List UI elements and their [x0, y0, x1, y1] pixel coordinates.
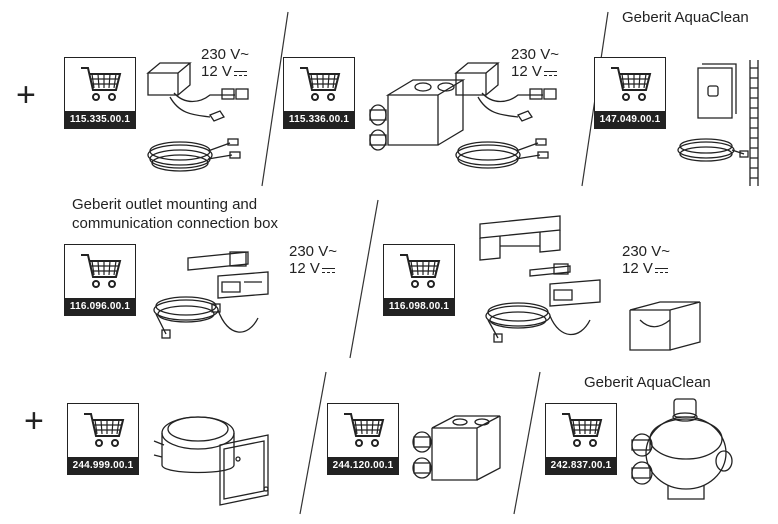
product-tile[interactable]: 116.098.00.1 — [383, 244, 455, 316]
shopping-cart-icon — [344, 413, 385, 447]
product-code: 115.335.00.1 — [65, 111, 135, 128]
power-supply-kit-illustration — [146, 62, 249, 172]
shopping-cart-icon — [81, 254, 122, 288]
product-tile[interactable]: 244.999.00.1 — [67, 403, 139, 475]
product-tile[interactable]: 115.335.00.1 — [64, 57, 136, 129]
dc-symbol-icon — [543, 70, 557, 78]
shopping-cart-icon — [84, 413, 125, 447]
dc-symbol-icon — [321, 267, 335, 275]
shopping-cart-icon — [562, 413, 603, 447]
shopping-cart-icon — [81, 67, 122, 101]
voltage-ac: 230 V~ — [289, 243, 337, 260]
product-code: 147.049.00.1 — [595, 111, 665, 128]
shopping-cart-icon — [611, 67, 652, 101]
voltage-ac: 230 V~ — [201, 46, 249, 63]
product-code: 242.837.00.1 — [546, 457, 616, 474]
product-tile[interactable]: 115.336.00.1 — [283, 57, 355, 129]
product-code: 244.999.00.1 — [68, 457, 138, 474]
plus-sign: + — [24, 402, 44, 440]
voltage-ac: 230 V~ — [511, 46, 559, 63]
outlet-box-kit-illustration — [153, 251, 269, 339]
heading-aquaclean-bottom: Geberit AquaClean — [584, 374, 711, 391]
shopping-cart-icon — [400, 254, 441, 288]
divider-line — [299, 371, 327, 515]
heading-outlet-box-line2: communication connection box — [72, 215, 278, 232]
product-tile[interactable]: 242.837.00.1 — [545, 403, 617, 475]
divider-line — [261, 11, 289, 187]
product-code: 244.120.00.1 — [328, 457, 398, 474]
product-tile[interactable]: 147.049.00.1 — [594, 57, 666, 129]
junction-box-illustration — [412, 415, 501, 481]
dc-symbol-icon — [654, 267, 668, 275]
heading-outlet-box-line1: Geberit outlet mounting and — [72, 196, 258, 213]
flush-box-illustration — [153, 416, 269, 506]
voltage-dc: 12 V — [511, 64, 559, 79]
product-tile[interactable]: 116.096.00.1 — [64, 244, 136, 316]
heading-aquaclean-top: Geberit AquaClean — [622, 9, 749, 26]
divider-line — [349, 199, 379, 359]
product-code: 116.098.00.1 — [384, 298, 454, 315]
voltage-dc: 12 V — [622, 261, 670, 276]
voltage-label: 230 V~12 V — [201, 47, 249, 79]
voltage-dc: 12 V — [201, 64, 249, 79]
plus-sign: + — [16, 76, 36, 114]
dc-symbol-icon — [233, 70, 247, 78]
shopping-cart-icon — [300, 67, 341, 101]
voltage-label: 230 V~12 V — [511, 47, 559, 79]
voltage-dc: 12 V — [289, 261, 337, 276]
voltage-label: 230 V~12 V — [289, 244, 337, 276]
voltage-label: 230 V~12 V — [622, 244, 670, 276]
outlet-box-extended-kit-illustration — [479, 215, 701, 351]
product-code: 116.096.00.1 — [65, 298, 135, 315]
aquaclean-junction-box-illustration — [631, 398, 733, 500]
divider-line — [513, 371, 541, 515]
aquaclean-module-illustration — [677, 60, 759, 186]
voltage-ac: 230 V~ — [622, 243, 670, 260]
product-tile[interactable]: 244.120.00.1 — [327, 403, 399, 475]
product-code: 115.336.00.1 — [284, 111, 354, 128]
power-supply-junction-box-illustration — [369, 62, 557, 169]
